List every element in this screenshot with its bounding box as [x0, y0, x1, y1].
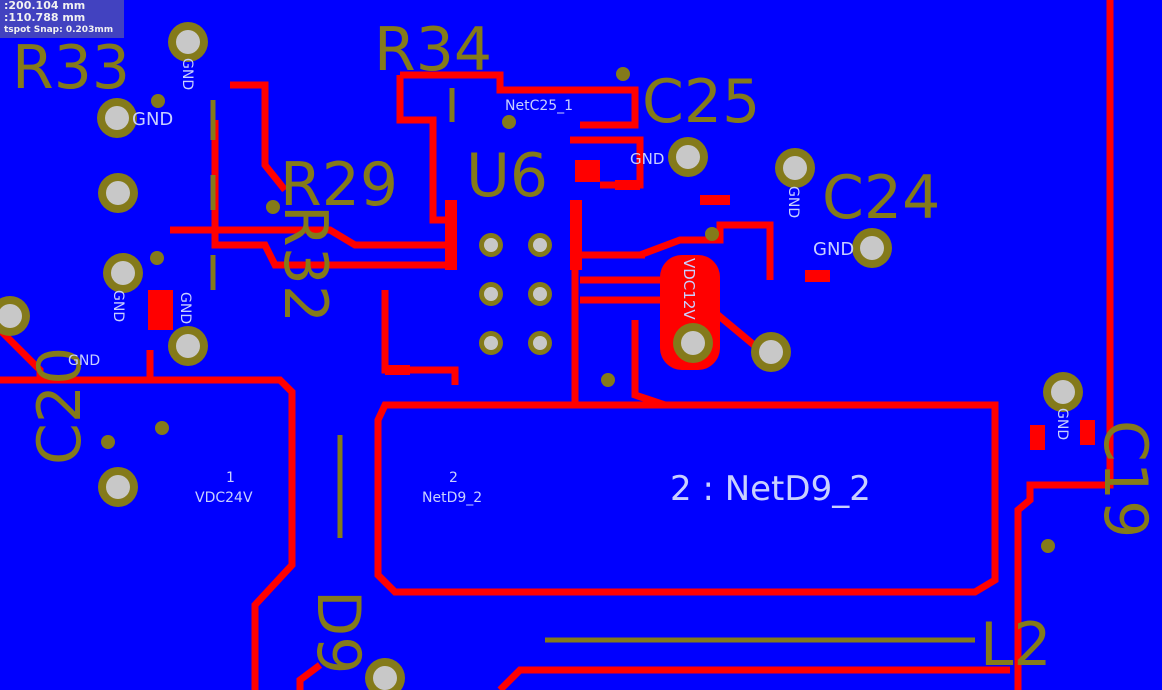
designator-u6: U6	[466, 141, 548, 211]
readout-y: :110.788 mm	[4, 11, 86, 24]
pad1-number: 1	[226, 470, 235, 486]
plated-holes	[0, 22, 1083, 690]
designator-r34: R34	[374, 15, 492, 85]
readout-snap: tspot Snap: 0.203mm	[4, 25, 114, 35]
designator-c19: C19	[1090, 420, 1160, 538]
readout-x: :200.104 mm	[4, 0, 86, 12]
silk-dots	[101, 67, 1055, 553]
designator-c25: C25	[642, 67, 760, 137]
copper-layer	[0, 0, 1114, 690]
designators: R33 R34 C25 R29 U6 C24 R32 C20 C19 D9 L2	[12, 15, 1160, 680]
pad1-net: VDC24V	[195, 490, 253, 506]
net-d9-label: 2 : NetD9_2	[670, 469, 871, 509]
designator-c24: C24	[822, 163, 940, 233]
net-label-gnd: GND	[110, 290, 126, 322]
net-label-gnd: GND	[785, 186, 801, 218]
coordinate-readout: :200.104 mm :110.788 mm tspot Snap: 0.20…	[0, 0, 124, 38]
designator-d9: D9	[303, 590, 373, 674]
net-label-gnd: GND	[813, 239, 854, 260]
pad2-net: NetD9_2	[422, 490, 482, 506]
net-label-gnd: GND	[177, 292, 193, 324]
net-label-gnd: GND	[179, 58, 195, 90]
pad2-number: 2	[449, 470, 458, 486]
designator-c20: C20	[25, 347, 95, 465]
silk-lines	[210, 88, 975, 643]
net-label-gnd: GND	[630, 150, 664, 168]
designator-r32: R32	[270, 205, 340, 323]
designator-r29: R29	[280, 150, 398, 220]
net-labels: GND GND GND GND GND GND GND GND GND NetC…	[68, 58, 1070, 509]
net-label-netc25: NetC25_1	[505, 98, 573, 114]
net-label-vdc12v: VDC12V	[680, 258, 698, 320]
net-label-gnd: GND	[68, 353, 100, 369]
net-label-gnd: GND	[132, 109, 173, 130]
designator-r33: R33	[12, 33, 130, 103]
designator-l2: L2	[980, 610, 1052, 680]
net-label-gnd: GND	[1054, 408, 1070, 440]
u6-thermal-vias	[479, 233, 552, 355]
